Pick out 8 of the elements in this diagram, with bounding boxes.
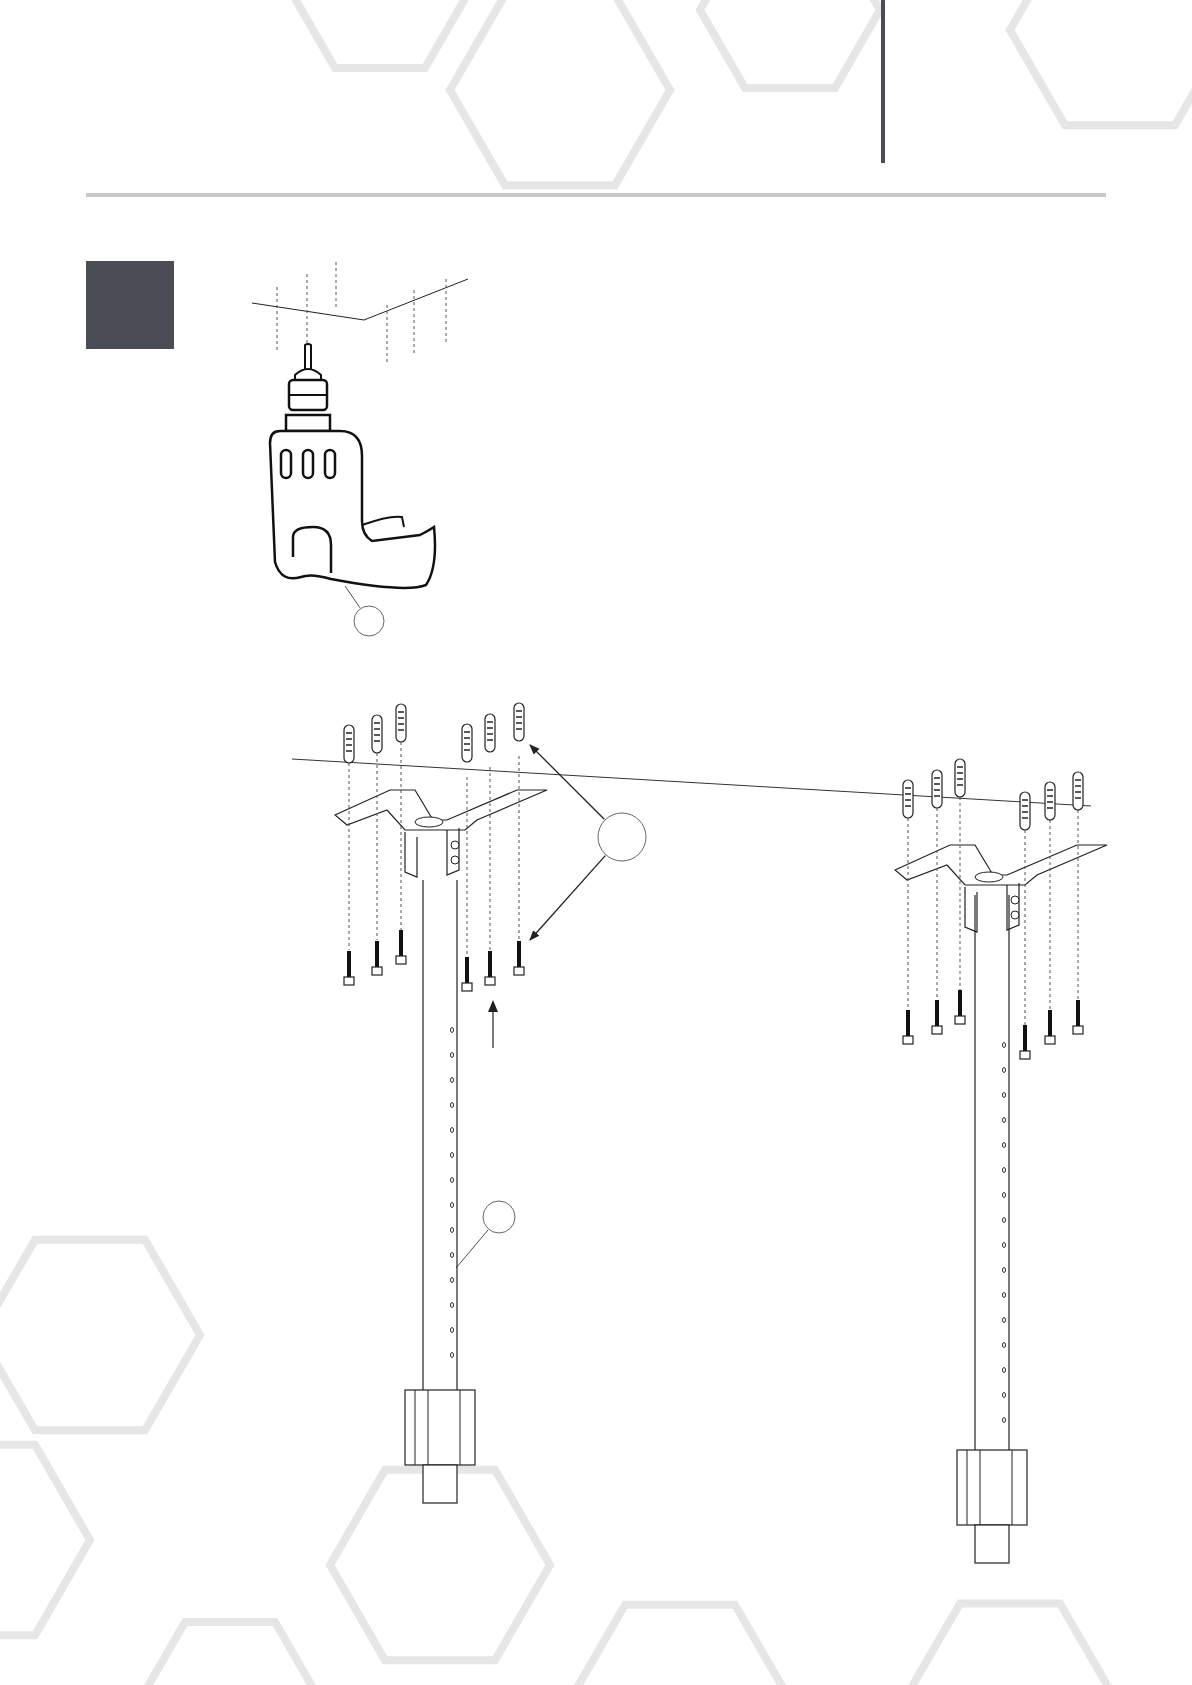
leader-line xyxy=(455,1229,489,1269)
arrow xyxy=(529,854,606,941)
callout-circle xyxy=(482,1200,516,1234)
arrow xyxy=(529,744,605,820)
callout-circle xyxy=(353,605,385,637)
callout-circle xyxy=(597,812,647,862)
leader-line xyxy=(344,585,361,609)
step-marker xyxy=(86,261,174,349)
